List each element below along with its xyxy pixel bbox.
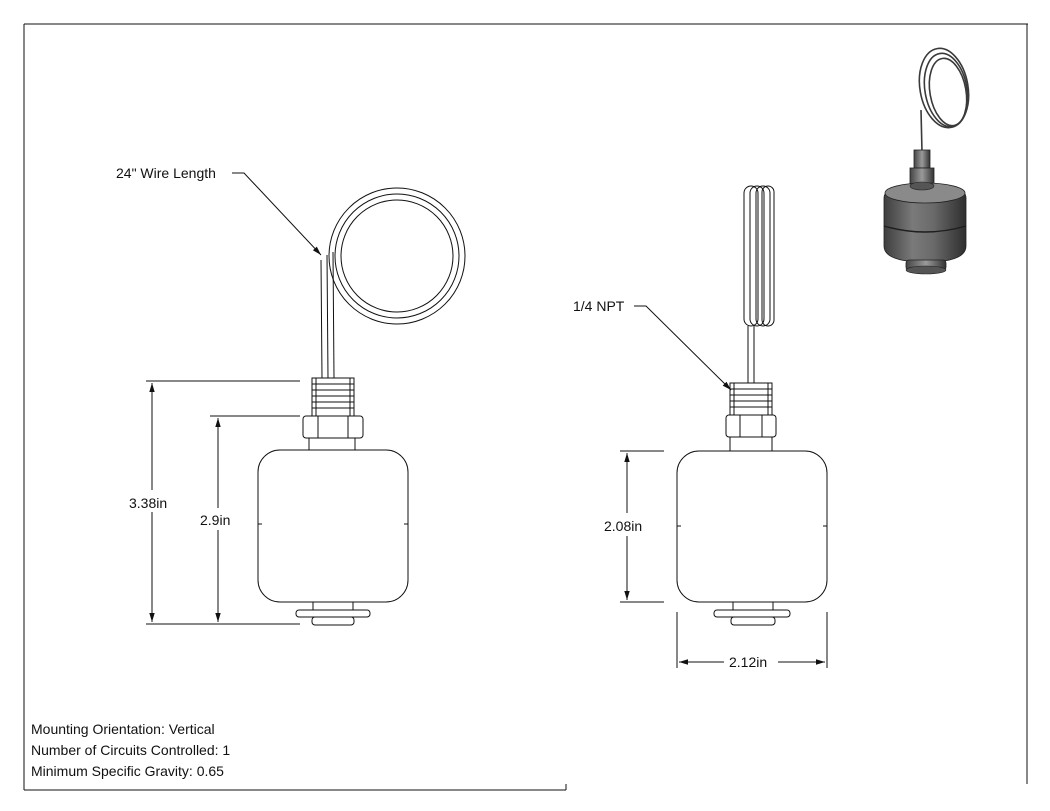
render-thread <box>913 149 931 169</box>
front-body-height-label: 2.9in <box>200 512 230 528</box>
front-dimensions <box>146 380 300 625</box>
side-dimensions <box>620 450 828 668</box>
drawing-border <box>23 23 1028 791</box>
front-wire-loop <box>320 187 466 379</box>
render-wire-coil <box>918 47 970 153</box>
note-circuits-controlled: Number of Circuits Controlled: 1 <box>31 742 231 758</box>
side-wire-coil <box>743 185 775 383</box>
overall-height-label: 3.38in <box>129 495 167 511</box>
side-float-body <box>676 450 828 603</box>
side-bottom-cap <box>713 601 791 626</box>
front-hex-nut <box>302 415 364 451</box>
thread-leader <box>634 305 732 391</box>
front-thread <box>311 377 355 417</box>
wire-length-leader <box>232 172 322 256</box>
side-hex-nut <box>725 414 777 452</box>
specifications-notes: Mounting Orientation: Vertical Number of… <box>31 719 230 782</box>
side-body-height-label: 2.08in <box>604 518 642 534</box>
side-thread <box>729 382 773 416</box>
isometric-render <box>883 47 970 275</box>
render-float-body <box>883 181 967 263</box>
side-view <box>676 185 828 626</box>
thread-callout: 1/4 NPT <box>573 298 625 314</box>
front-view <box>257 187 466 626</box>
front-bottom-cap <box>295 601 371 626</box>
note-mounting-orientation: Mounting Orientation: Vertical <box>31 721 215 737</box>
front-float-body <box>257 449 409 603</box>
body-width-label: 2.12in <box>729 654 767 670</box>
render-hex-nut <box>909 167 935 185</box>
note-minimum-specific-gravity: Minimum Specific Gravity: 0.65 <box>31 763 224 779</box>
render-bottom-cap <box>905 259 947 275</box>
wire-length-callout: 24" Wire Length <box>116 165 216 181</box>
